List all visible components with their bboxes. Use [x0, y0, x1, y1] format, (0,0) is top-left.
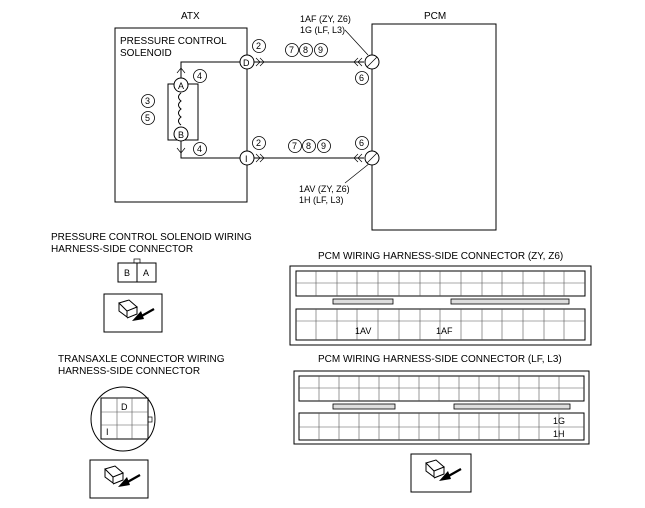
svg-text:4: 4	[197, 71, 202, 81]
coil-terminal-a-label: A	[178, 81, 184, 91]
transaxle-connector-face: D I	[90, 386, 156, 452]
step-markers-789-top: 7 8 9	[285, 43, 328, 57]
svg-text:9: 9	[318, 45, 323, 55]
svg-text:6: 6	[359, 73, 364, 83]
atx-label: ATX	[181, 11, 200, 22]
solenoid-pin-b: B	[124, 268, 130, 278]
step-marker-2-bottom: 2	[252, 136, 266, 150]
pcm-lf-pin-1g: 1G	[553, 416, 565, 426]
pcm-bot-pin-label1: 1AV (ZY, Z6)	[299, 184, 350, 194]
svg-text:4: 4	[197, 144, 202, 154]
atx-box	[114, 27, 248, 203]
solenoid-label-line2: SOLENOID	[120, 48, 172, 59]
step-marker-6-bottom: 6	[355, 136, 369, 150]
atx-connector-arrow-top	[255, 57, 265, 67]
step-marker-5: 5	[141, 111, 155, 125]
pcm-lf-connector-face: 1G 1H	[293, 370, 590, 445]
pcm-zy-connector-title: PCM WIRING HARNESS-SIDE CONNECTOR (ZY, Z…	[318, 251, 563, 262]
svg-text:8: 8	[306, 141, 311, 151]
transaxle-connector-title-line1: TRANSAXLE CONNECTOR WIRING	[58, 354, 225, 365]
coil-terminal-b	[173, 126, 189, 142]
step-marker-2-top: 2	[252, 39, 266, 53]
atx-connector-arrow-bottom	[255, 153, 265, 163]
solenoid-connector-face: B A	[117, 258, 157, 283]
terminal-i-label: I	[245, 154, 248, 164]
pcm-connector-arrow-top	[353, 57, 363, 67]
solenoid-connector-title-line1: PRESSURE CONTROL SOLENOID WIRING	[51, 232, 252, 243]
svg-text:5: 5	[145, 113, 150, 123]
pcm-zy-pin-1af: 1AF	[436, 326, 453, 336]
svg-text:8: 8	[303, 45, 308, 55]
svg-text:2: 2	[256, 41, 261, 51]
pcm-box	[371, 23, 497, 231]
step-markers-789-bottom: 7 8 9	[288, 139, 331, 153]
pcm-connector-arrow-bottom	[353, 153, 363, 163]
solenoid-label-line1: PRESSURE CONTROL	[120, 36, 227, 47]
svg-text:3: 3	[145, 96, 150, 106]
pcm-lf-connector-title: PCM WIRING HARNESS-SIDE CONNECTOR (LF, L…	[318, 354, 562, 365]
solenoid-pin-a: A	[143, 268, 149, 278]
coil-terminal-a	[173, 77, 189, 93]
transaxle-pin-d: D	[121, 402, 128, 412]
probe-icon-transaxle	[89, 459, 149, 499]
step-marker-6-top: 6	[355, 71, 369, 85]
solenoid-internal-wire-top	[180, 61, 240, 85]
svg-text:6: 6	[359, 138, 364, 148]
coil-terminal-b-label: B	[178, 130, 184, 140]
svg-text:9: 9	[321, 141, 326, 151]
coil-icon	[178, 92, 182, 126]
pcm-top-pin-label1: 1AF (ZY, Z6)	[300, 14, 351, 24]
pcm-lf-pin-1h: 1H	[553, 429, 565, 439]
pcm-label: PCM	[424, 11, 446, 22]
pcm-zy-pin-1av: 1AV	[355, 326, 371, 336]
terminal-d-label: D	[243, 58, 250, 68]
probe-icon-solenoid	[103, 293, 163, 333]
svg-text:7: 7	[289, 45, 294, 55]
probe-icon-pcm	[410, 453, 472, 493]
svg-text:7: 7	[292, 141, 297, 151]
arrow-up-icon	[176, 67, 186, 74]
transaxle-connector-title-line2: HARNESS-SIDE CONNECTOR	[58, 366, 200, 377]
pcm-bot-pin-label2: 1H (LF, L3)	[299, 195, 344, 205]
transaxle-pin-i: I	[106, 427, 109, 437]
arrow-down-icon	[176, 147, 186, 154]
step-marker-3: 3	[141, 94, 155, 108]
step-marker-4-bottom: 4	[193, 142, 207, 156]
solenoid-connector-title-line2: HARNESS-SIDE CONNECTOR	[51, 244, 193, 255]
pcm-top-pin-label2: 1G (LF, L3)	[300, 25, 345, 35]
step-marker-4-top: 4	[193, 69, 207, 83]
svg-text:2: 2	[256, 138, 261, 148]
solenoid-internal-wire-bottom	[180, 141, 240, 159]
pcm-zy-connector-face: 1AV 1AF	[289, 265, 592, 346]
